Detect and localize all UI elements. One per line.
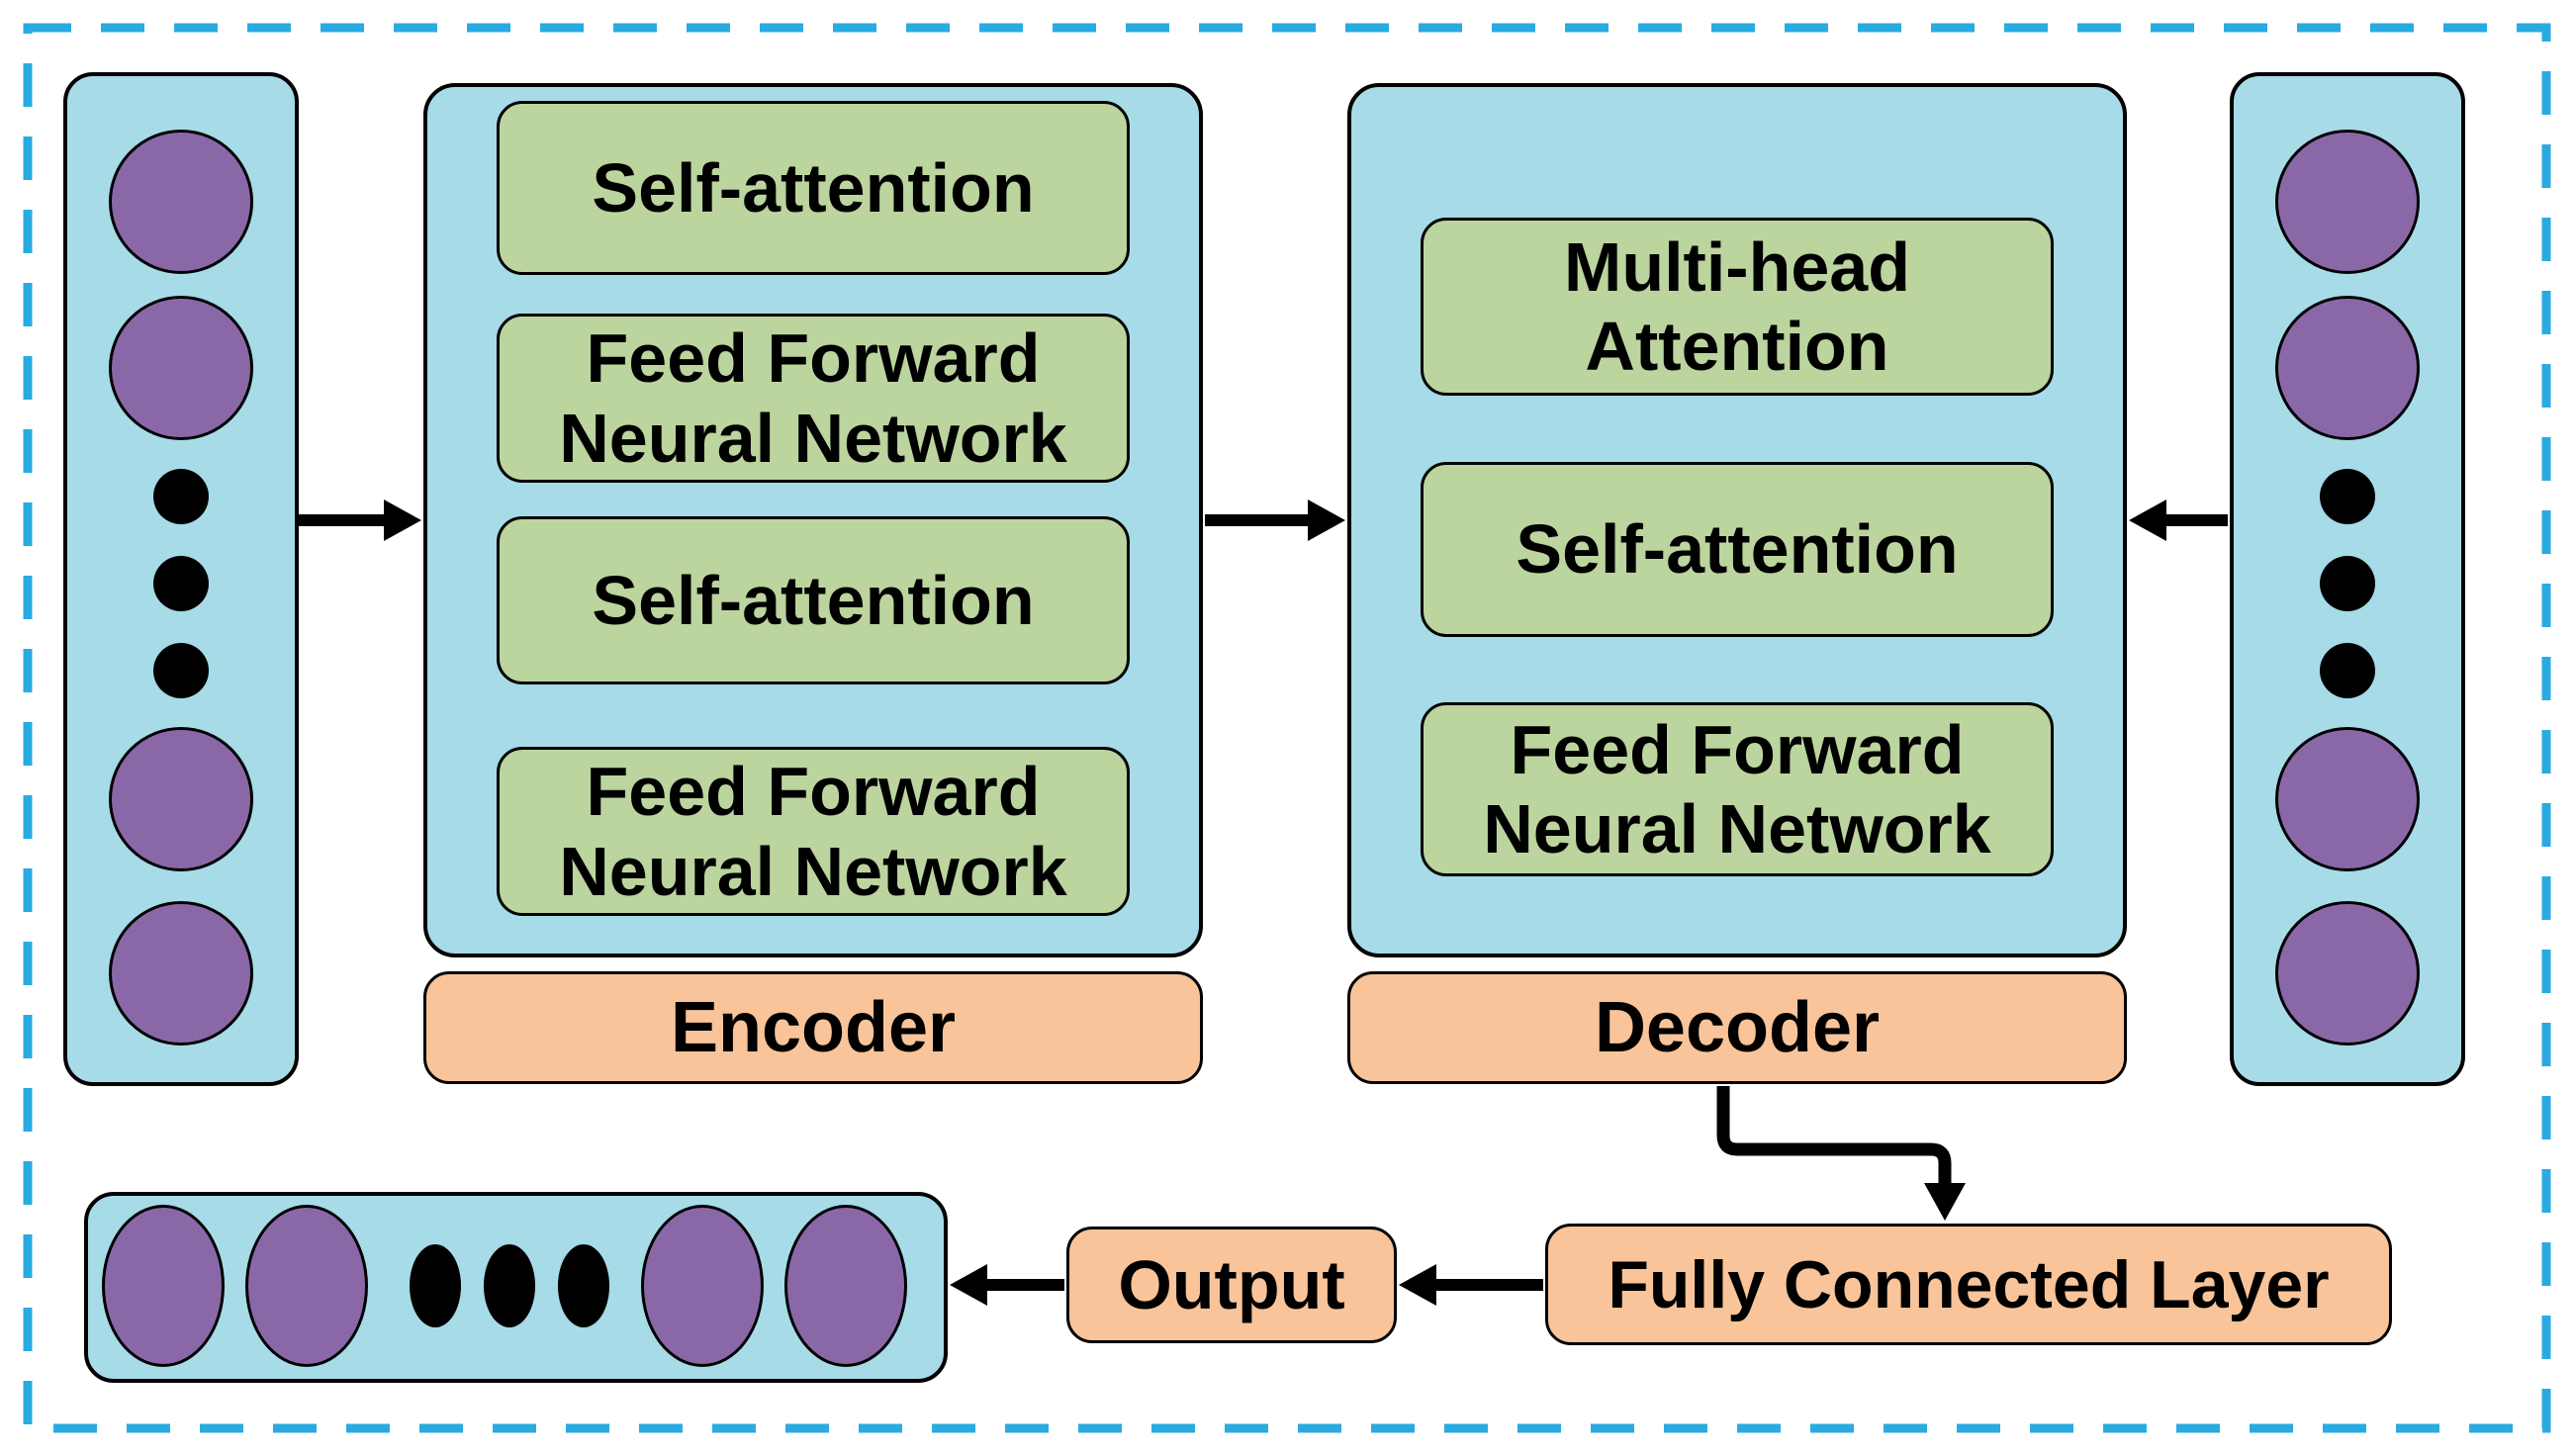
input-column-left <box>63 72 299 1086</box>
output-node <box>784 1205 907 1367</box>
input-node <box>109 901 253 1046</box>
input-node <box>2275 727 2420 871</box>
arrow-encoder-to-decoder <box>1205 500 1345 541</box>
encoder-layer-4: Feed Forward Neural Network <box>497 747 1130 916</box>
ellipsis-dot <box>484 1244 535 1327</box>
decoder-layer-3: Feed Forward Neural Network <box>1421 702 2054 876</box>
ellipsis-dot <box>153 643 209 698</box>
ellipsis-dot <box>2320 556 2375 611</box>
output-label: Output <box>1066 1227 1397 1343</box>
arrow-output-to-sequence <box>950 1264 1064 1306</box>
arrow-input-to-encoder <box>297 500 421 541</box>
arrow-input-to-decoder <box>2129 500 2228 541</box>
ellipsis-dot <box>2320 469 2375 524</box>
encoder-layer-1: Self-attention <box>497 101 1130 275</box>
decoder-layer-2: Self-attention <box>1421 462 2054 637</box>
input-node <box>109 727 253 871</box>
decoder-label: Decoder <box>1347 971 2127 1084</box>
encoder-layer-3: Self-attention <box>497 516 1130 684</box>
input-node <box>2275 901 2420 1046</box>
decoder-stack: Multi-head Attention Self-attention Feed… <box>1347 83 2127 957</box>
output-node <box>641 1205 764 1367</box>
decoder-layer-1: Multi-head Attention <box>1421 218 2054 396</box>
fully-connected-layer-label: Fully Connected Layer <box>1545 1224 2392 1345</box>
encoder-stack: Self-attention Feed Forward Neural Netwo… <box>423 83 1203 957</box>
input-column-right <box>2230 72 2465 1086</box>
ellipsis-dot <box>558 1244 609 1327</box>
output-sequence-row <box>84 1192 948 1383</box>
arrow-decoder-to-fully-connected <box>1716 1086 1966 1221</box>
encoder-label: Encoder <box>423 971 1203 1084</box>
encoder-layer-2: Feed Forward Neural Network <box>497 314 1130 483</box>
arrow-fully-connected-to-output <box>1399 1264 1543 1306</box>
input-node <box>109 296 253 440</box>
output-node <box>245 1205 368 1367</box>
ellipsis-dot <box>410 1244 461 1327</box>
output-node <box>102 1205 225 1367</box>
ellipsis-dot <box>153 469 209 524</box>
ellipsis-dot <box>2320 643 2375 698</box>
ellipsis-dot <box>153 556 209 611</box>
input-node <box>2275 130 2420 274</box>
input-node <box>109 130 253 274</box>
input-node <box>2275 296 2420 440</box>
